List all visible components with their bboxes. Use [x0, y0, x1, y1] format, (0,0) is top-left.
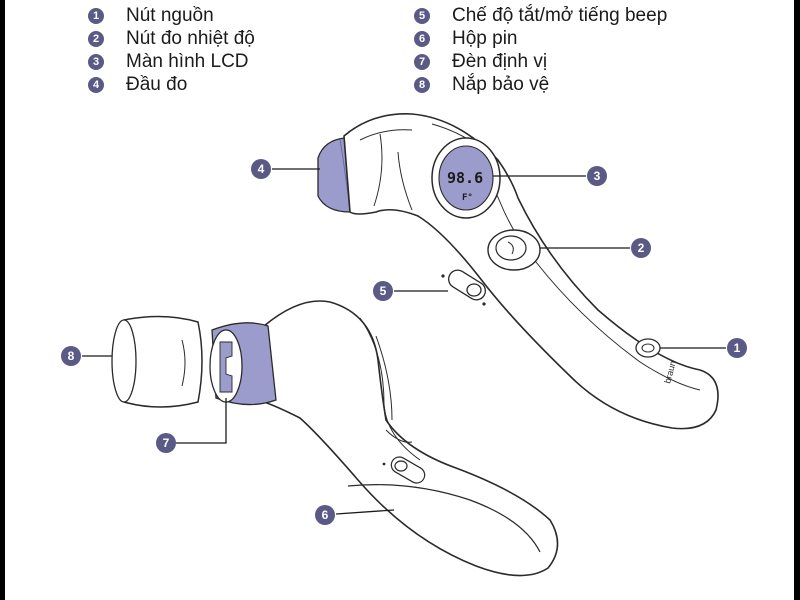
legend-label: Màn hình LCD: [126, 51, 249, 72]
probe-ring: [209, 322, 277, 406]
svg-text:5: 5: [380, 284, 387, 298]
legend-label: Nút đo nhiệt độ: [126, 28, 255, 49]
legend-number: 5: [414, 8, 430, 24]
legend-item-cap: 8 Nắp bảo vệ: [414, 74, 549, 96]
svg-text:2: 2: [638, 241, 645, 255]
lcd-reading: 98.6: [447, 169, 483, 187]
battery-compartment: [347, 484, 541, 553]
beep-switch-rear: [382, 456, 426, 484]
svg-text:1: 1: [734, 341, 741, 355]
thermometer-front: 98.6 F° braun: [317, 113, 719, 430]
legend-number: 1: [88, 8, 104, 24]
legend-number: 7: [414, 54, 430, 70]
frame-border-left: [0, 0, 5, 600]
frame-border-right: [794, 0, 800, 600]
lcd-display: 98.6 F°: [431, 137, 501, 219]
legend-label: Chế độ tắt/mở tiếng beep: [452, 5, 668, 26]
callout-1: 1: [727, 338, 747, 358]
measure-button: [487, 229, 541, 271]
svg-text:6: 6: [322, 508, 329, 522]
legend-label: Hộp pin: [452, 28, 518, 49]
beep-switch: [441, 269, 486, 306]
legend-item-lcd: 3 Màn hình LCD: [88, 51, 249, 73]
leader-lines: [82, 168, 726, 515]
legend-label: Đèn định vị: [452, 51, 548, 72]
lcd-unit: F°: [462, 193, 473, 203]
legend-number: 4: [88, 77, 104, 93]
callout-5: 5: [373, 281, 393, 301]
legend-item-power: 1 Nút nguồn: [88, 5, 214, 27]
svg-text:4: 4: [258, 162, 265, 176]
callout-8: 8: [61, 346, 81, 366]
svg-text:7: 7: [163, 436, 170, 450]
callout-4: 4: [251, 159, 271, 179]
legend-item-guide-light: 7 Đèn định vị: [414, 51, 547, 73]
legend-item-battery: 6 Hộp pin: [414, 28, 518, 50]
legend-label: Nút nguồn: [126, 5, 214, 26]
legend-item-beep-switch: 5 Chế độ tắt/mở tiếng beep: [414, 5, 667, 27]
svg-text:3: 3: [594, 169, 601, 183]
callout-2: 2: [631, 238, 651, 258]
callout-3: 3: [587, 166, 607, 186]
legend-item-measure-button: 2 Nút đo nhiệt độ: [88, 28, 255, 50]
callout-6: 6: [315, 505, 335, 525]
power-button: [635, 338, 661, 358]
legend-label: Nắp bảo vệ: [452, 74, 550, 95]
legend-number: 6: [414, 31, 430, 47]
legend-item-probe: 4 Đầu đo: [88, 74, 187, 96]
svg-text:8: 8: [68, 349, 75, 363]
thermometer-body-rear: [263, 300, 559, 577]
guide-light: [219, 341, 233, 393]
callout-7: 7: [156, 433, 176, 453]
legend-number: 8: [414, 77, 430, 93]
protective-cap: [111, 315, 203, 408]
legend-number: 3: [88, 54, 104, 70]
legend-label: Đầu đo: [126, 74, 188, 95]
thermometer-back: [111, 300, 559, 577]
legend-number: 2: [88, 31, 104, 47]
